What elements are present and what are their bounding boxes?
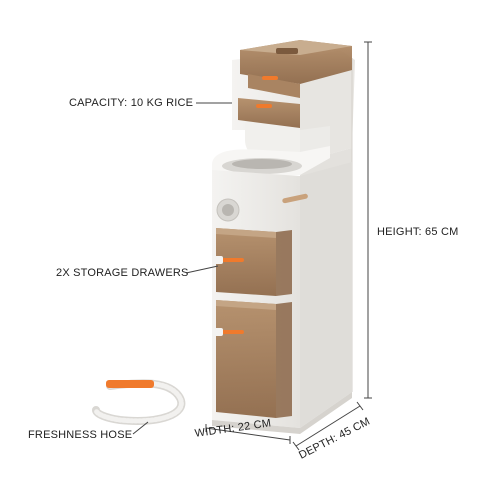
leader-lines <box>132 102 232 435</box>
dispense-opening <box>212 126 330 178</box>
drawer-handle-icon[interactable] <box>222 330 244 334</box>
dimension-lines <box>205 41 372 451</box>
cabinet-base <box>212 392 352 434</box>
side-grip <box>282 193 308 204</box>
storage-drawer-2[interactable] <box>213 300 292 418</box>
freshness-hose-label: FRESHNESS HOSE <box>28 429 133 441</box>
dial-icon[interactable] <box>216 198 240 222</box>
hose-icon <box>92 379 186 425</box>
height-dimension-label: HEIGHT: 65 CM <box>377 226 459 238</box>
upper-drawer-handle-icon[interactable] <box>256 104 272 108</box>
rice-hopper-lid <box>240 40 352 98</box>
storage-drawer-1[interactable] <box>213 228 292 296</box>
drawer-handle-icon[interactable] <box>222 258 244 262</box>
upper-drawer[interactable] <box>238 98 300 128</box>
capacity-label: CAPACITY: 10 KG RICE <box>69 97 194 109</box>
storage-drawers-label: 2X STORAGE DRAWERS <box>56 267 189 279</box>
lid-handle-icon[interactable] <box>262 76 278 80</box>
